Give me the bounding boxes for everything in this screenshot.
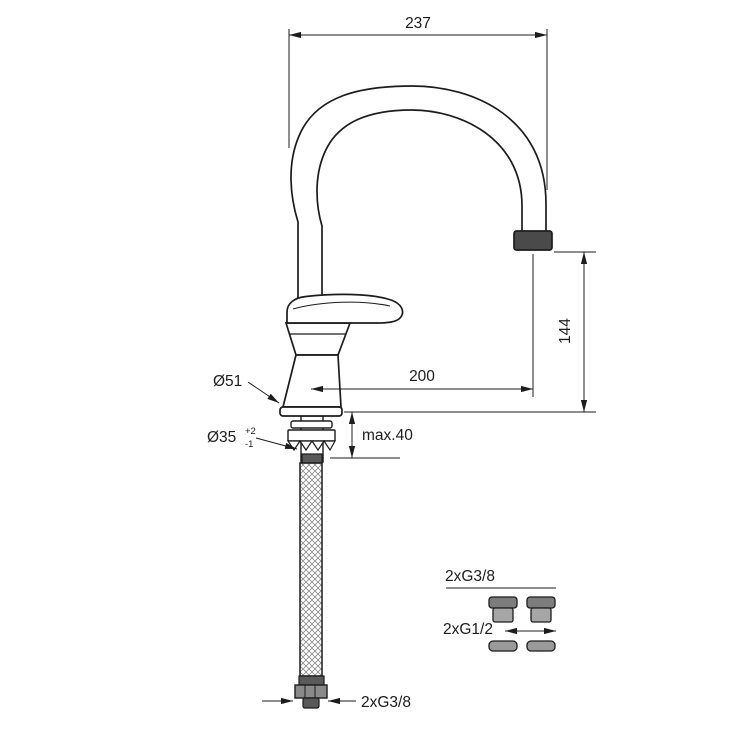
dim-200-spout-reach [311,254,534,397]
label-hose-thread: 2xG3/8 [361,694,411,711]
g12-washer-a [488,640,518,652]
label-overall-width: 237 [405,15,431,32]
g38-fitting-a-cap [488,596,518,609]
label-body-diameter: Ø51 [213,373,242,390]
body-cap [284,322,352,356]
leader-d35 [255,437,298,450]
mounting-nut [287,429,336,442]
g12-washer-b [526,640,556,652]
lever-detail-line [292,301,391,310]
label-spout-reach: 200 [409,368,435,385]
spout-inner-edge [316,109,523,322]
hose-end-tip [302,697,320,709]
mounting-washer [290,420,333,429]
mounting-nut-lobes [286,439,337,452]
label-hole-tol-plus: +2 [245,426,256,437]
connection-fittings [488,596,556,652]
dim-144-outlet-height [344,251,596,413]
label-hole-tol-minus: -1 [245,439,253,450]
label-supply-fittings: 2xG3/8 [445,568,495,585]
label-hole-diameter: Ø35 [207,429,236,446]
leader-d51 [247,381,280,404]
supply-hose [299,462,323,677]
spout-nozzle [513,230,553,251]
hose-adapter [301,453,323,464]
hose-collar [298,675,325,686]
body-cone [281,354,342,408]
lever-handle [286,293,404,324]
dim-max40-deck-thickness [330,412,400,459]
faucet-outline [279,85,553,709]
g38-fitting-b-body [530,607,552,623]
hose-end-nut [294,684,328,699]
g38-fitting-a-body [492,607,514,623]
base-flange [279,406,343,417]
dimension-lines [247,29,596,705]
dimension-labels: 237 144 200 Ø51 Ø35 +2 -1 max.40 2xG3/8 … [207,15,574,711]
label-max-deck-thickness: max.40 [362,427,413,444]
label-outlet-height: 144 [557,318,574,344]
dim-237-overall-width [288,29,548,190]
spout-outer-edge [290,85,547,322]
label-alt-fittings: 2xG1/2 [443,621,493,638]
g38-fitting-b-cap [526,596,556,609]
